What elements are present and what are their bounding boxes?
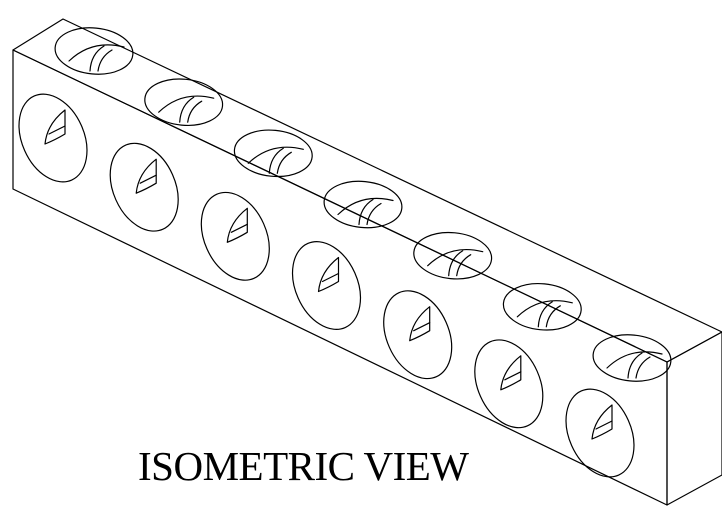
top-hole-bore-curve bbox=[516, 300, 573, 318]
front-hole-bore-curve bbox=[504, 371, 522, 381]
top-hole-bore-curve bbox=[537, 301, 553, 328]
top-hole-rim bbox=[233, 129, 313, 178]
top-hole-rim bbox=[144, 78, 224, 127]
top-hole-bore-curve bbox=[187, 100, 203, 123]
front-hole-bore-curve bbox=[48, 125, 66, 135]
front-hole-rim bbox=[109, 142, 179, 232]
top-hole-bore-curve bbox=[89, 45, 105, 72]
front-hole bbox=[383, 290, 453, 380]
front-hole-rim bbox=[291, 241, 362, 330]
bar-end-face bbox=[666, 331, 722, 506]
top-hole-bore-curve bbox=[635, 356, 651, 379]
front-hole-bore-curve bbox=[135, 158, 157, 194]
front-hole bbox=[18, 93, 88, 183]
top-hole bbox=[54, 27, 134, 75]
top-hole-rim bbox=[54, 27, 134, 75]
top-hole-bore-curve bbox=[358, 198, 374, 226]
top-hole-rim bbox=[502, 282, 582, 331]
top-hole-bore-curve bbox=[448, 250, 464, 277]
front-hole-bore-curve bbox=[139, 174, 157, 184]
top-hole-bore-curve bbox=[606, 351, 663, 369]
front-hole-rim bbox=[200, 191, 270, 281]
front-hole-bore-curve bbox=[413, 322, 431, 332]
top-hole bbox=[233, 129, 313, 178]
front-hole-rim bbox=[18, 93, 88, 183]
top-hole-bore-curve bbox=[427, 248, 484, 267]
front-hole-rim bbox=[565, 388, 635, 478]
top-hole bbox=[413, 231, 493, 280]
front-hole bbox=[291, 241, 362, 330]
front-hole bbox=[200, 191, 270, 281]
top-hole-bore-curve bbox=[456, 254, 472, 277]
bar-outline bbox=[12, 18, 722, 506]
top-hole-bore-curve bbox=[627, 352, 643, 379]
top-hole-bore-curve bbox=[247, 146, 304, 164]
top-hole-bore-curve bbox=[97, 49, 113, 72]
top-hole-bore-curve bbox=[545, 305, 561, 328]
top-hole-bore-curve bbox=[68, 44, 125, 62]
top-hole-bore-curve bbox=[276, 151, 292, 174]
view-title: ISOMETRIC VIEW bbox=[138, 443, 469, 489]
front-hole bbox=[109, 142, 179, 232]
front-hole-bore-curve bbox=[226, 207, 248, 243]
front-hole-rim bbox=[474, 339, 544, 429]
top-hole-rim bbox=[413, 231, 493, 280]
top-hole-bore-curve bbox=[158, 95, 215, 113]
front-hole bbox=[474, 339, 544, 429]
front-hole-bore-curve bbox=[44, 109, 66, 145]
top-hole-bore-curve bbox=[268, 147, 284, 174]
front-hole-bore-curve bbox=[230, 223, 248, 233]
top-hole-bore-curve bbox=[337, 197, 394, 216]
top-hole-rim bbox=[592, 334, 672, 382]
top-hole-rim bbox=[323, 180, 403, 229]
top-hole-bore-curve bbox=[366, 202, 382, 226]
top-hole-bore-curve bbox=[179, 96, 195, 123]
top-hole bbox=[144, 78, 224, 127]
front-hole-bore-curve bbox=[591, 404, 613, 440]
top-hole bbox=[502, 282, 582, 331]
front-hole-bore-curve bbox=[409, 306, 431, 342]
front-hole-bore-curve bbox=[317, 256, 340, 293]
front-face-holes bbox=[18, 93, 635, 478]
front-hole-bore-curve bbox=[321, 272, 340, 283]
top-hole bbox=[592, 334, 672, 382]
top-hole bbox=[323, 180, 403, 229]
front-hole-bore-curve bbox=[595, 420, 613, 430]
front-hole-rim bbox=[383, 290, 453, 380]
front-hole bbox=[565, 388, 635, 478]
top-face-holes bbox=[54, 27, 672, 382]
front-hole-bore-curve bbox=[500, 355, 522, 391]
